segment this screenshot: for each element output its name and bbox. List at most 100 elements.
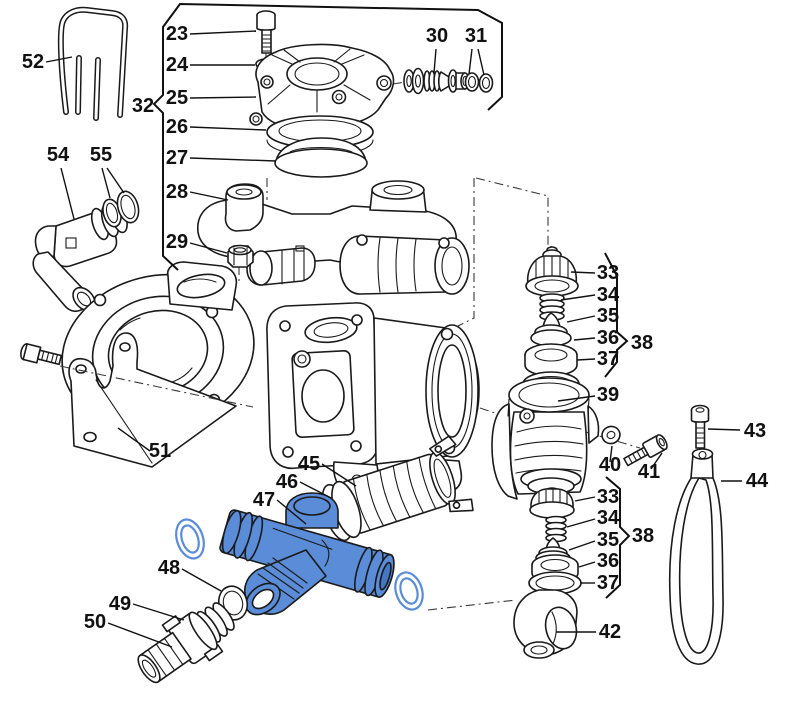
part-30-valve-kit bbox=[403, 67, 470, 95]
part-33-valve-cap-lower bbox=[529, 487, 575, 519]
axis-bolt-to-bracket bbox=[59, 365, 254, 408]
part-label-41: 41 bbox=[638, 461, 660, 483]
leader-50 bbox=[107, 622, 173, 648]
axis-panel-to-valve-column bbox=[475, 177, 549, 246]
part-label-43: 43 bbox=[744, 420, 766, 442]
leader-30 bbox=[433, 48, 437, 74]
leader-46 bbox=[299, 481, 332, 499]
part-label-26: 26 bbox=[166, 116, 188, 138]
part-label-52: 52 bbox=[22, 51, 44, 73]
leader-29 bbox=[189, 242, 228, 254]
leader-37a bbox=[576, 358, 596, 361]
part-label-44: 44 bbox=[746, 470, 769, 492]
part-label-46: 46 bbox=[276, 471, 298, 493]
part-label-36a: 36 bbox=[597, 327, 619, 349]
part-label-49: 49 bbox=[109, 593, 131, 615]
part-label-31: 31 bbox=[465, 25, 487, 47]
leader-26 bbox=[189, 126, 267, 131]
leader-31 bbox=[468, 48, 473, 75]
leader-35a bbox=[566, 315, 596, 323]
axis-valve-kit-axis bbox=[392, 81, 406, 85]
part-40-washer bbox=[601, 425, 621, 445]
leader-27 bbox=[189, 157, 277, 162]
group-38b-bracket bbox=[605, 476, 631, 599]
part-47-manifold-highlighted bbox=[219, 492, 395, 616]
part-55-o-rings bbox=[102, 190, 140, 228]
manifold-o-ring-left bbox=[175, 518, 205, 560]
part-28-upper-body bbox=[197, 180, 470, 295]
leader-23 bbox=[189, 30, 257, 35]
leader-25 bbox=[189, 96, 257, 99]
part-label-23: 23 bbox=[166, 23, 188, 45]
part-pump-body-right bbox=[266, 302, 480, 497]
part-51-bracket bbox=[68, 332, 237, 468]
part-23-bolt bbox=[256, 10, 276, 54]
part-label-55: 55 bbox=[90, 144, 112, 166]
part-27-diaphragm bbox=[274, 137, 368, 178]
part-34-spring-lower bbox=[545, 515, 567, 543]
leader-52 bbox=[45, 56, 73, 63]
part-label-34a: 34 bbox=[597, 284, 620, 306]
part-label-42: 42 bbox=[599, 621, 621, 643]
leader-41 bbox=[650, 452, 663, 470]
part-33-valve-cap-upper bbox=[525, 246, 579, 297]
part-label-30: 30 bbox=[426, 25, 448, 47]
part-label-37b: 37 bbox=[597, 572, 619, 594]
leader-34b bbox=[566, 518, 596, 528]
part-label-24: 24 bbox=[166, 54, 189, 76]
part-41-bolt bbox=[623, 434, 668, 467]
axis-lines-top-layer bbox=[59, 365, 517, 611]
leader-43 bbox=[707, 428, 741, 431]
part-39-valve-housing bbox=[491, 377, 600, 500]
leader-45 bbox=[321, 463, 357, 487]
part-29-nut bbox=[227, 244, 254, 268]
part-43-bolt bbox=[690, 404, 710, 449]
part-label-35b: 35 bbox=[597, 529, 619, 551]
part-label-40: 40 bbox=[599, 454, 621, 476]
part-label-38a: 38 bbox=[631, 332, 653, 354]
leader-55 bbox=[101, 167, 111, 199]
part-50-hose-tail bbox=[137, 631, 192, 684]
group-38a-bracket bbox=[604, 252, 629, 378]
bracket-bolt bbox=[20, 343, 63, 366]
part-label-45: 45 bbox=[298, 453, 320, 475]
part-label-47: 47 bbox=[253, 489, 275, 511]
part-label-29: 29 bbox=[166, 231, 188, 253]
part-label-39: 39 bbox=[597, 384, 619, 406]
manifold-o-ring-right bbox=[394, 571, 424, 611]
leader-39 bbox=[557, 395, 596, 402]
part-label-34b: 34 bbox=[597, 507, 620, 529]
leader-34a bbox=[560, 294, 596, 301]
leader-40 bbox=[609, 445, 613, 463]
part-label-33a: 33 bbox=[597, 262, 619, 284]
group-32-bracket bbox=[152, 2, 503, 271]
leader-31-1 bbox=[477, 48, 485, 76]
part-label-36b: 36 bbox=[597, 550, 619, 572]
leader-51 bbox=[117, 427, 151, 452]
part-52-wire-clip bbox=[57, 6, 129, 121]
part-label-50: 50 bbox=[84, 611, 106, 633]
part-label-25: 25 bbox=[166, 87, 188, 109]
part-label-51: 51 bbox=[149, 440, 171, 462]
part-35-poppet-upper bbox=[530, 312, 572, 347]
axis-housing-to-bolt bbox=[544, 419, 641, 449]
part-label-33b: 33 bbox=[597, 486, 619, 508]
part-31-o-rings bbox=[464, 72, 494, 93]
part-label-27: 27 bbox=[166, 147, 188, 169]
part-42-elbow bbox=[513, 589, 578, 659]
leader-47 bbox=[276, 499, 307, 525]
leader-33b bbox=[574, 496, 596, 502]
leader-54 bbox=[60, 167, 75, 220]
part-label-38b: 38 bbox=[632, 525, 654, 547]
part-label-28: 28 bbox=[166, 181, 188, 203]
leader-35b bbox=[568, 540, 596, 551]
leader-48 bbox=[181, 568, 222, 592]
part-label-35a: 35 bbox=[597, 305, 619, 327]
part-label-54: 54 bbox=[47, 144, 70, 166]
group-brackets-layer bbox=[152, 2, 631, 599]
part-label-48: 48 bbox=[158, 557, 180, 579]
leader-33a bbox=[570, 271, 596, 274]
